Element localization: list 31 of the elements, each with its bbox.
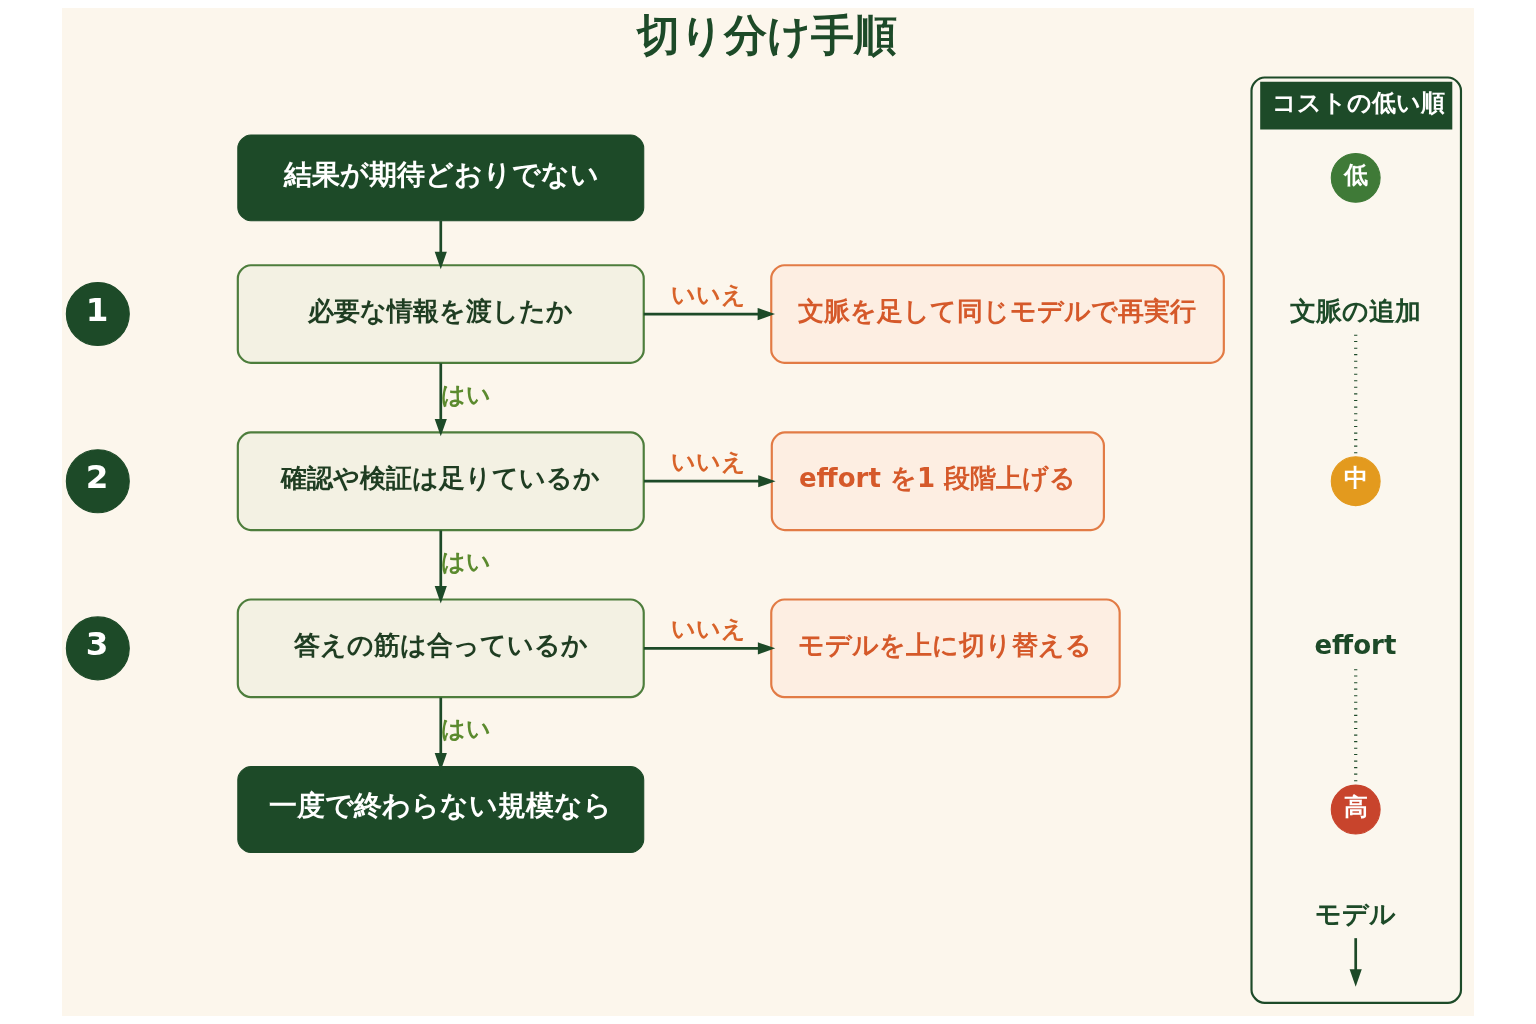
node-box: 結果が期待どおりでない	[237, 134, 645, 222]
node-circle: 1	[65, 282, 130, 347]
edge-label: はい	[440, 547, 491, 576]
arrow	[643, 642, 776, 655]
node-box: 文脈を足して同じモデルで再実行	[770, 264, 1225, 364]
edge-label: いいえ	[670, 615, 746, 644]
node-circle: 高	[1330, 784, 1381, 835]
node-box: 答えの筋は合っているか	[236, 598, 645, 699]
node-text: effort	[1314, 630, 1397, 660]
node-circle: 3	[65, 616, 130, 681]
node-box: モデルを上に切り替える	[770, 598, 1121, 699]
node-circle: 低	[1330, 152, 1381, 203]
node-box: 一度で終わらない規模なら	[237, 766, 645, 853]
node-box: 確認や検証は足りているか	[236, 431, 645, 532]
edge-label: はい	[440, 714, 491, 743]
arrow	[434, 221, 447, 270]
edge-label: いいえ	[670, 447, 746, 476]
diagram-title: 切り分け手順	[636, 10, 897, 61]
edge-label: はい	[440, 380, 491, 409]
node-text: 文脈の追加	[1290, 295, 1422, 326]
arrow	[644, 475, 776, 488]
node-circle: 中	[1330, 456, 1381, 507]
edge-label: いいえ	[670, 280, 746, 309]
arrow	[643, 308, 776, 321]
node-box: 必要な情報を渡したか	[236, 264, 645, 364]
node-box: effort を1 段階上げる	[770, 431, 1105, 532]
arrow	[1349, 938, 1362, 987]
node-circle: 2	[65, 449, 130, 514]
node-text: モデル	[1315, 899, 1396, 930]
arrow	[434, 530, 447, 604]
arrow	[434, 363, 447, 437]
